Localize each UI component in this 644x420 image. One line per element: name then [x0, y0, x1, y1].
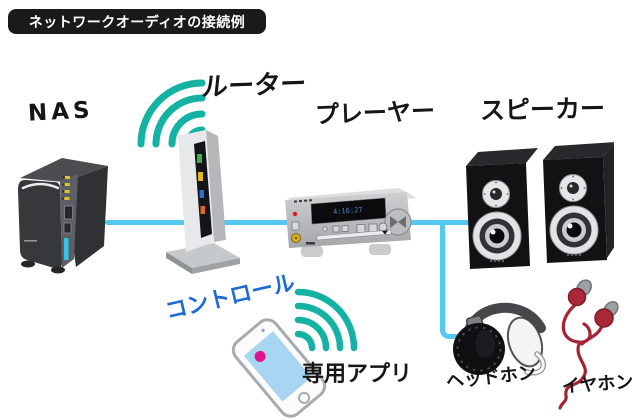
wifi-waves-icon [294, 288, 358, 352]
headphone-far-pad [506, 316, 544, 368]
router-status-leds [197, 154, 205, 214]
gold-knob-center [294, 236, 298, 240]
player-foot [301, 246, 323, 257]
headphone-connection-line [440, 223, 462, 339]
earbud [567, 287, 587, 307]
nas-foot [51, 266, 65, 274]
router-illustration [166, 130, 240, 274]
nas-card-slot [64, 205, 73, 220]
smartphone-illustration [231, 318, 327, 418]
knob-mark [398, 216, 406, 228]
player-disc-slot [316, 229, 392, 241]
player-top-buttons [294, 199, 312, 203]
nas-front-panel [18, 180, 62, 269]
earphone-cable [558, 303, 604, 410]
speakers-illustration [466, 142, 614, 269]
earbud [594, 308, 614, 328]
earphones-illustration [558, 279, 619, 410]
headphone-cup-stitching [456, 326, 502, 372]
phone-camera [261, 328, 265, 333]
nas-logo-mark [24, 240, 37, 242]
player-foot [369, 244, 391, 255]
nas-lan-port-stripe [64, 238, 69, 260]
player-display-text: 4:16:27 [333, 206, 363, 216]
knob-mark [390, 216, 398, 228]
player-power-led [292, 211, 298, 217]
player-label: プレーヤー [314, 96, 436, 130]
eject-mark [382, 230, 388, 235]
headphones-illustration [453, 302, 547, 376]
nas-illustration [18, 158, 108, 274]
earphone-label: イヤホン [561, 371, 635, 398]
headphone-cup-sheen [475, 330, 495, 358]
speaker-left [466, 148, 538, 269]
router-base-front [166, 252, 192, 274]
router-base-top [166, 243, 240, 268]
router-base-side [192, 258, 240, 274]
nas-label: NAS [27, 97, 95, 127]
player-front-buttons [322, 222, 388, 233]
nas-usb-port [63, 222, 72, 234]
router-led-panel [194, 141, 212, 238]
speaker-right [543, 142, 614, 263]
router-label: ルーター [200, 69, 308, 103]
speaker-label: スピーカー [479, 93, 606, 126]
headphone-cable [525, 352, 545, 375]
nas-foot [21, 260, 35, 268]
nas-status-leds [61, 176, 70, 200]
phone-home-button [298, 391, 311, 404]
phone-screen [243, 331, 312, 402]
router-side [206, 130, 226, 242]
diagram-title: ネットワークオーディオの接続例 [8, 9, 266, 34]
nas-highlight [21, 182, 60, 190]
player-power-button [291, 221, 300, 231]
player-badge [306, 242, 315, 245]
dedicated-app-label: 専用アプリ [302, 362, 413, 387]
nas-top [20, 158, 108, 182]
player-illustration: 4:16:27 [285, 188, 417, 257]
phone-app-dot [254, 350, 266, 362]
wifi-waves-icon [137, 79, 206, 148]
